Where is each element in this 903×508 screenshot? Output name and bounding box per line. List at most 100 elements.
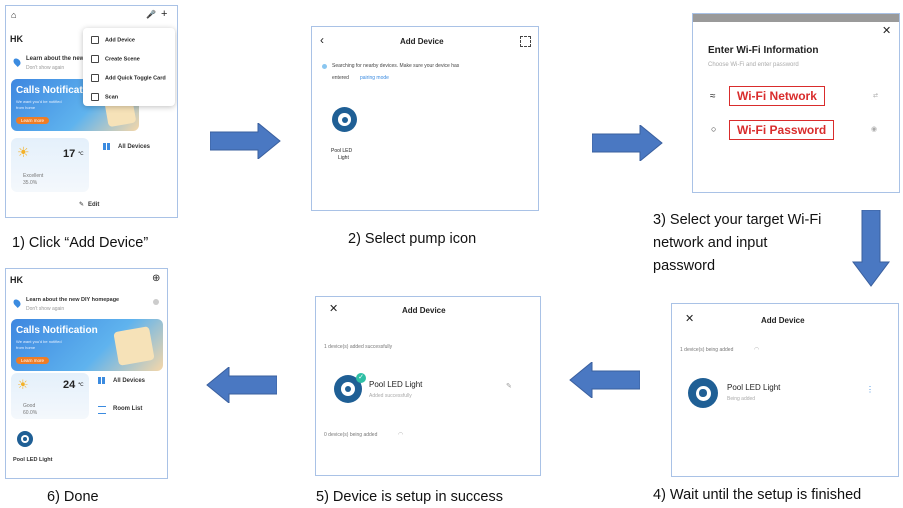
edit-icon: ✎	[79, 202, 85, 208]
home-name: HK	[10, 275, 23, 285]
step2-caption: 2) Select pump icon	[348, 231, 477, 247]
promo-banner[interactable]: Calls Notification We want you'd be noti…	[11, 319, 163, 371]
tip-title: Learn about the new DIY homepage	[26, 297, 120, 303]
right-arrow-1-icon	[210, 123, 281, 159]
sun-icon: ☀	[17, 377, 29, 392]
menu-add-quick-toggle[interactable]: Add Quick Toggle Card	[91, 74, 166, 82]
step6-screen: HK ⊕ Learn about the new DIY homepage Do…	[5, 268, 168, 479]
plus-icon[interactable]: +	[161, 8, 168, 20]
step5-screen: ✕ Add Device 1 device(s) added successfu…	[315, 296, 541, 476]
dialog-top-bar	[693, 14, 899, 22]
pool-pump-device-icon[interactable]	[332, 107, 357, 132]
all-devices-icon	[98, 377, 105, 384]
progress-spinner-icon: ⋮	[866, 385, 874, 394]
back-chevron-icon[interactable]: ‹	[320, 33, 324, 47]
step3-caption-line3: password	[653, 258, 716, 274]
wifi-icon: ≈	[710, 91, 716, 102]
tip-title: Learn about the new	[26, 56, 85, 62]
add-menu-dropdown: Add Device Create Scene Add Quick Toggle…	[83, 28, 175, 106]
tip-close-icon[interactable]	[153, 299, 159, 305]
step4-screen: ✕ Add Device 1 device(s) being added ◠ P…	[671, 303, 899, 477]
add-device-icon	[91, 36, 99, 44]
room-list-link[interactable]: Room List	[113, 406, 143, 412]
menu-scan-label: Scan	[105, 94, 119, 101]
humidity: 35.0%	[23, 180, 38, 186]
close-icon[interactable]: ✕	[329, 303, 339, 315]
device-status: Added successfully	[369, 393, 412, 399]
temperature-unit: ℃	[78, 382, 84, 388]
edit-pencil-icon[interactable]: ✎	[506, 383, 512, 390]
menu-scan[interactable]: Scan	[91, 93, 118, 101]
step4-caption: 4) Wait until the setup is finished	[653, 487, 862, 503]
device-label-line2: Light	[338, 155, 349, 161]
step5-caption: 5) Device is setup in success	[316, 489, 503, 505]
weather-card[interactable]: ☀ 17 ℃ Excellent 35.0%	[11, 138, 89, 192]
wifi-password-field[interactable]: Wi-Fi Password	[729, 120, 835, 140]
success-check-icon: ✓	[356, 373, 366, 383]
mic-icon[interactable]: 🎤	[146, 10, 156, 19]
location-pin-icon	[12, 57, 22, 67]
wifi-dialog-title: Enter Wi-Fi Information	[708, 45, 819, 56]
being-added-count: 1 device(s) being added	[680, 347, 734, 353]
humidity: 60.0%	[23, 410, 38, 416]
menu-add-device-label: Add Device	[105, 37, 135, 44]
add-device-title: Add Device	[400, 37, 444, 46]
banner-title: Calls Notification	[16, 325, 98, 336]
device-label-line1: Pool LED	[331, 148, 353, 154]
searching-radar-icon	[322, 64, 327, 69]
step1-caption: 1) Click “Add Device”	[12, 235, 149, 251]
temperature: 17	[63, 148, 76, 160]
banner-subtitle-2: from home	[16, 345, 36, 350]
home-icon[interactable]: ⌂	[11, 10, 17, 20]
pending-count: 0 device(s) being added	[324, 432, 378, 438]
menu-add-quick-toggle-label: Add Quick Toggle Card	[105, 75, 166, 82]
lock-icon: ○	[711, 124, 717, 134]
air-quality: Good	[23, 403, 36, 409]
scan-icon	[91, 93, 99, 101]
temperature-unit: ℃	[78, 151, 84, 157]
banner-subtitle-2: from home	[16, 105, 36, 110]
banner-learn-more-button[interactable]: Learn more	[16, 357, 50, 364]
loading-spinner-icon: ◠	[754, 347, 760, 353]
menu-add-device[interactable]: Add Device	[91, 36, 135, 44]
searching-text-2: entered	[332, 75, 349, 81]
tip-dismiss[interactable]: Don't show again	[26, 306, 65, 312]
device-name[interactable]: Pool LED Light	[13, 457, 53, 463]
added-success-count: 1 device(s) added successfully	[324, 344, 393, 350]
right-arrow-2-icon	[592, 125, 663, 161]
add-device-title: Add Device	[402, 306, 446, 315]
all-devices-link[interactable]: All Devices	[118, 144, 151, 150]
add-device-title: Add Device	[761, 316, 805, 325]
tip-dismiss[interactable]: Don't show again	[26, 65, 65, 71]
home-name: HK	[10, 34, 23, 44]
show-password-eye-icon[interactable]: ◉	[871, 126, 878, 133]
banner-subtitle: We want you'd be notified	[16, 99, 62, 104]
room-list-icon	[98, 406, 106, 414]
left-arrow-2-icon	[206, 367, 277, 403]
step6-caption: 6) Done	[47, 489, 99, 505]
device-name: Pool LED Light	[369, 380, 423, 389]
banner-learn-more-button[interactable]: Learn more	[16, 117, 50, 124]
edit-button[interactable]: Edit	[88, 202, 100, 208]
wifi-network-field[interactable]: Wi-Fi Network	[729, 86, 825, 106]
pool-pump-device-icon[interactable]	[17, 431, 33, 447]
scene-icon	[91, 55, 99, 63]
banner-title: Calls Notificati	[16, 85, 86, 96]
loading-spinner-icon: ◠	[398, 432, 404, 438]
weather-card[interactable]: ☀ 24 ℃ Good 60.0%	[11, 373, 89, 419]
down-arrow-icon	[852, 210, 890, 287]
menu-create-scene[interactable]: Create Scene	[91, 55, 140, 63]
menu-create-scene-label: Create Scene	[105, 56, 140, 63]
more-options-icon[interactable]: ⊕	[152, 273, 161, 284]
close-icon[interactable]: ✕	[685, 313, 695, 325]
all-devices-link[interactable]: All Devices	[113, 378, 146, 384]
step3-caption-line1: 3) Select your target Wi-Fi	[653, 212, 822, 228]
step3-caption-line2: network and input	[653, 235, 768, 251]
close-icon[interactable]: ✕	[882, 25, 892, 37]
switch-network-icon[interactable]: ⇄	[873, 93, 879, 99]
device-status: Being added	[727, 396, 756, 402]
pairing-mode-link[interactable]: pairing mode	[360, 75, 389, 81]
air-quality: Excellent	[23, 173, 44, 179]
scan-frame-icon[interactable]	[520, 36, 531, 47]
location-pin-icon	[12, 298, 22, 308]
